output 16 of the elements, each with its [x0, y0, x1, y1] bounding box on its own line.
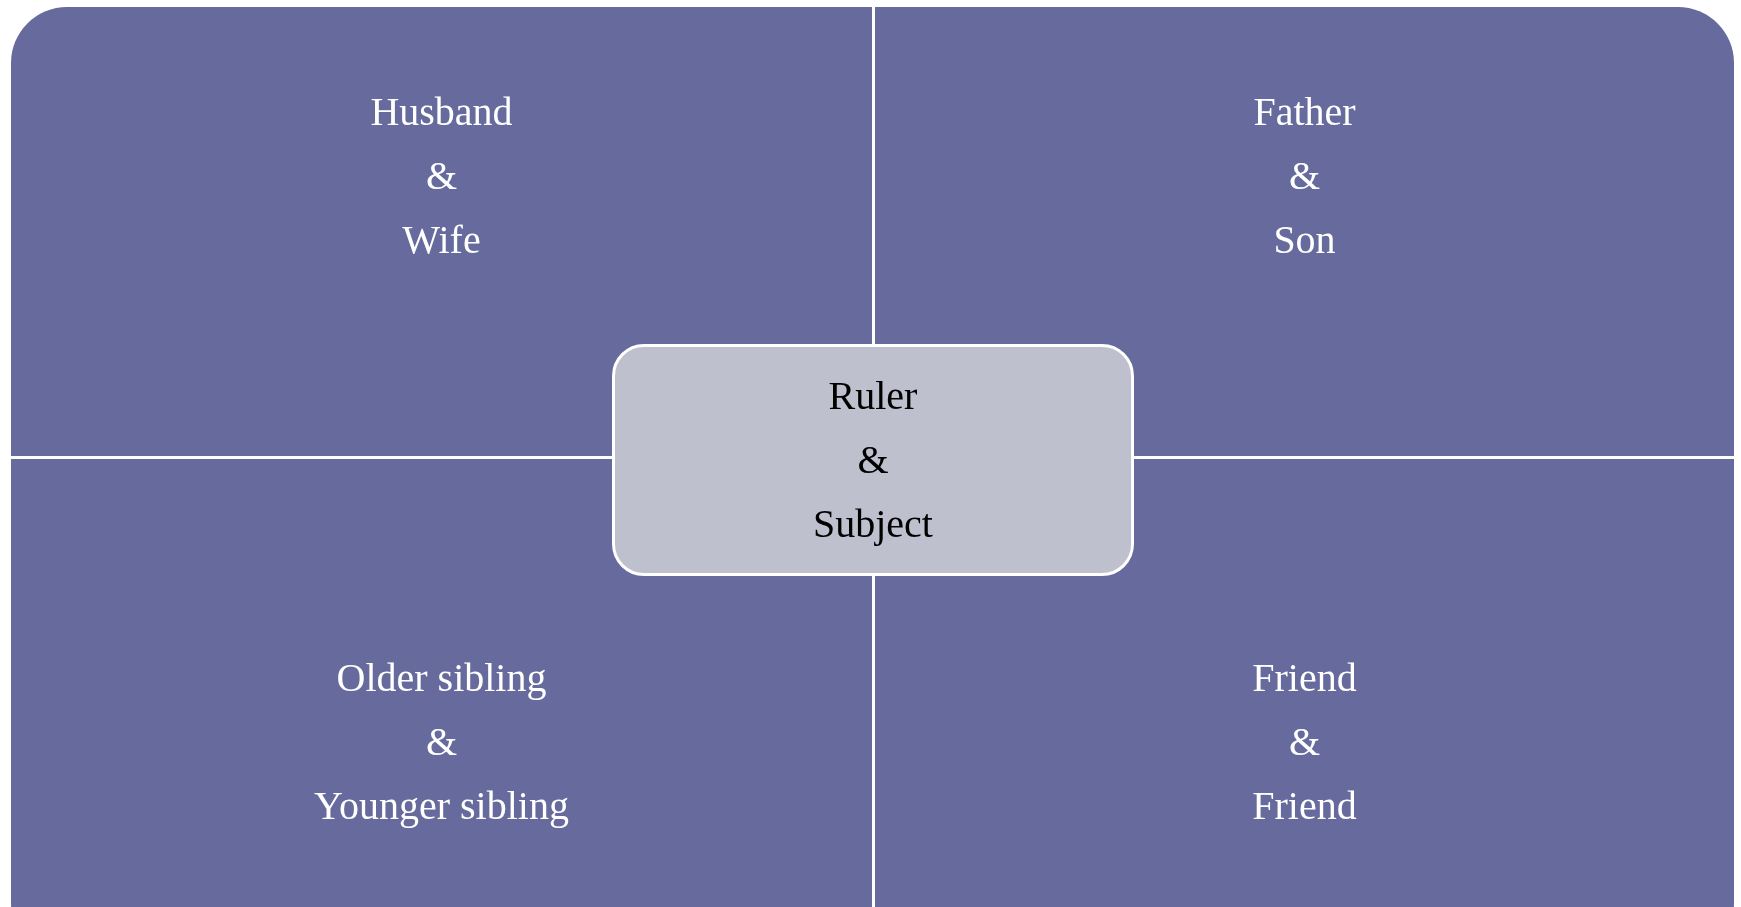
relationship-label: &: [857, 436, 889, 484]
relationship-label: Subject: [813, 500, 933, 548]
relationship-label: &: [1288, 718, 1321, 766]
relationship-label: Husband: [370, 88, 513, 136]
relationship-label: Father: [1253, 88, 1356, 136]
relationship-label: Younger sibling: [314, 782, 569, 830]
relationship-label: Older sibling: [336, 654, 547, 702]
relationship-label: &: [425, 718, 458, 766]
relationship-label: Friend: [1252, 782, 1357, 830]
relationship-label: &: [1288, 152, 1321, 200]
relationship-label: &: [425, 152, 458, 200]
center-box: [612, 344, 1134, 576]
relationship-label: Ruler: [828, 372, 918, 420]
relationship-label: Son: [1273, 216, 1336, 264]
relationship-label: Friend: [1252, 654, 1357, 702]
relationship-label: Wife: [402, 216, 481, 264]
